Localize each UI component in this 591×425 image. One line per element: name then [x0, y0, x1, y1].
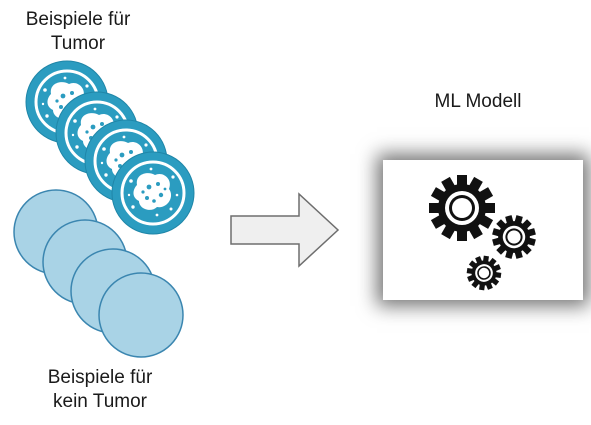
healthy-cells-group: [13, 189, 184, 358]
tumor-cell-icon: [110, 150, 196, 236]
tumor-examples-label: Beispiele für Tumor: [0, 8, 156, 56]
right-arrow-icon: [230, 192, 340, 268]
gear-small-icon: [464, 253, 504, 293]
gears-icon: [429, 175, 541, 293]
no-tumor-label-line1: Beispiele für: [47, 367, 153, 388]
tumor-label-line2: Tumor: [50, 33, 106, 54]
no-tumor-examples-label: Beispiele für kein Tumor: [18, 366, 182, 414]
tumor-label-line1: Beispiele für: [25, 9, 131, 30]
gear-medium-icon: [487, 210, 541, 264]
gear-large-icon: [429, 175, 495, 241]
healthy-cell-icon: [98, 272, 184, 358]
ml-model-label: ML Modell: [434, 91, 522, 112]
no-tumor-label-line2: kein Tumor: [53, 391, 147, 412]
